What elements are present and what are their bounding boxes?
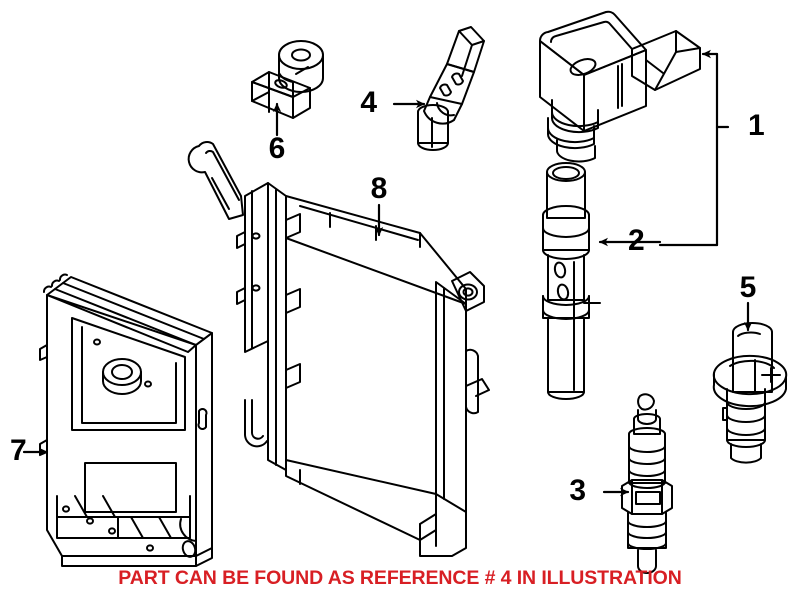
callout-number-1: 1	[748, 109, 765, 142]
ignition-coil-part	[538, 10, 701, 163]
callout-number-3: 3	[569, 474, 586, 507]
callout-leader-1	[658, 49, 730, 247]
control-module-bracket-part	[187, 141, 490, 557]
callout-number-4: 4	[360, 86, 377, 119]
callout-number-6: 6	[269, 132, 286, 165]
callout-number-5: 5	[740, 271, 757, 304]
callout-number-7: 7	[10, 434, 27, 467]
crankshaft-position-sensor-part	[417, 26, 485, 151]
spark-plug-part	[621, 393, 673, 574]
spark-plug-boot-part	[542, 162, 601, 400]
callout-number-8: 8	[371, 172, 388, 205]
camshaft-position-sensor-part	[712, 322, 788, 464]
callout-number-2: 2	[628, 224, 645, 257]
reference-caption: PART CAN BE FOUND AS REFERENCE # 4 IN IL…	[118, 567, 682, 589]
engine-control-module-part	[39, 273, 213, 567]
knock-sensor-part	[251, 40, 324, 119]
